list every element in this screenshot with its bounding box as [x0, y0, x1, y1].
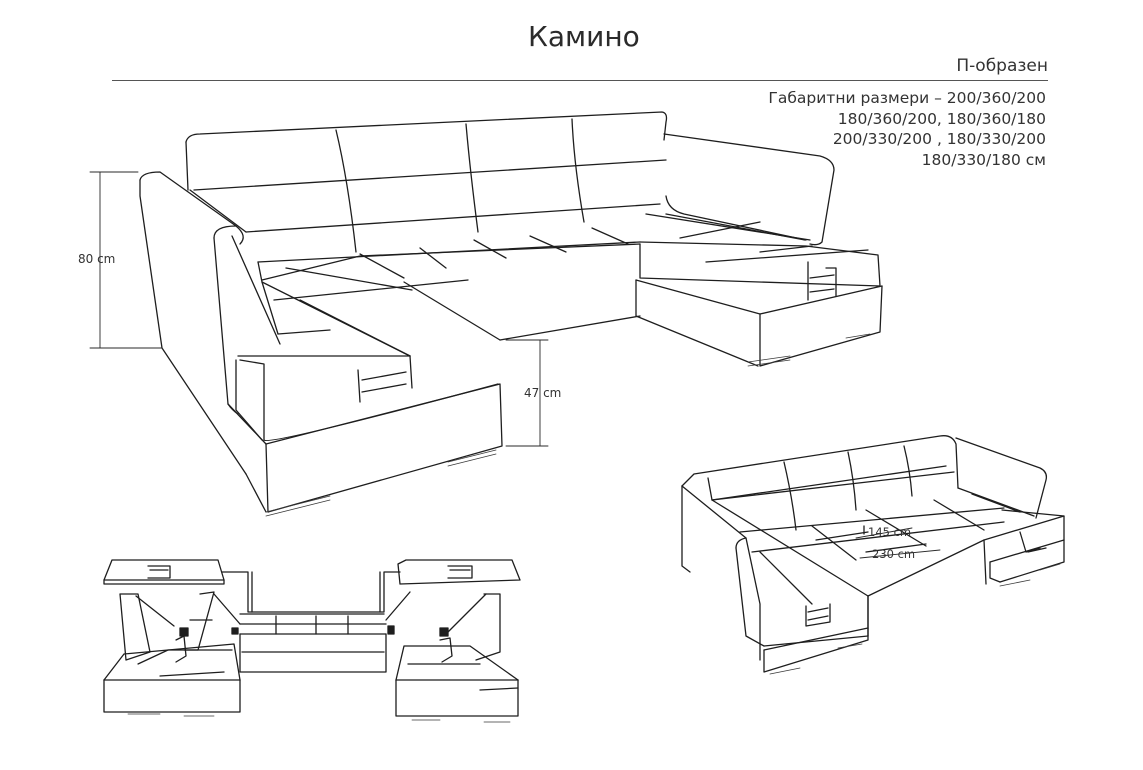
product-shape: П-образен	[956, 56, 1048, 76]
dimension-line: Габаритни размери – 200/360/200	[768, 89, 1046, 107]
dimension-line: 180/330/180 см	[921, 150, 1046, 169]
header-divider	[112, 80, 1048, 81]
dimension-line: 200/330/200 , 180/330/200	[832, 130, 1046, 148]
main-sofa-drawing	[89, 111, 883, 517]
dimensions-block: Габаритни размери – 200/360/200 180/360/…	[768, 88, 1046, 170]
height-label: 80 cm	[78, 252, 116, 266]
product-title: Камино	[528, 20, 640, 53]
sleep-length-label: 230 cm	[872, 547, 916, 561]
bed-mode-drawing	[681, 435, 1065, 675]
sleep-width-label: 145 cm	[868, 525, 912, 539]
dimension-line: 180/360/200, 180/360/180	[837, 109, 1046, 128]
seat-height-label: 47 cm	[524, 386, 562, 400]
storage-open-drawing	[103, 559, 521, 723]
